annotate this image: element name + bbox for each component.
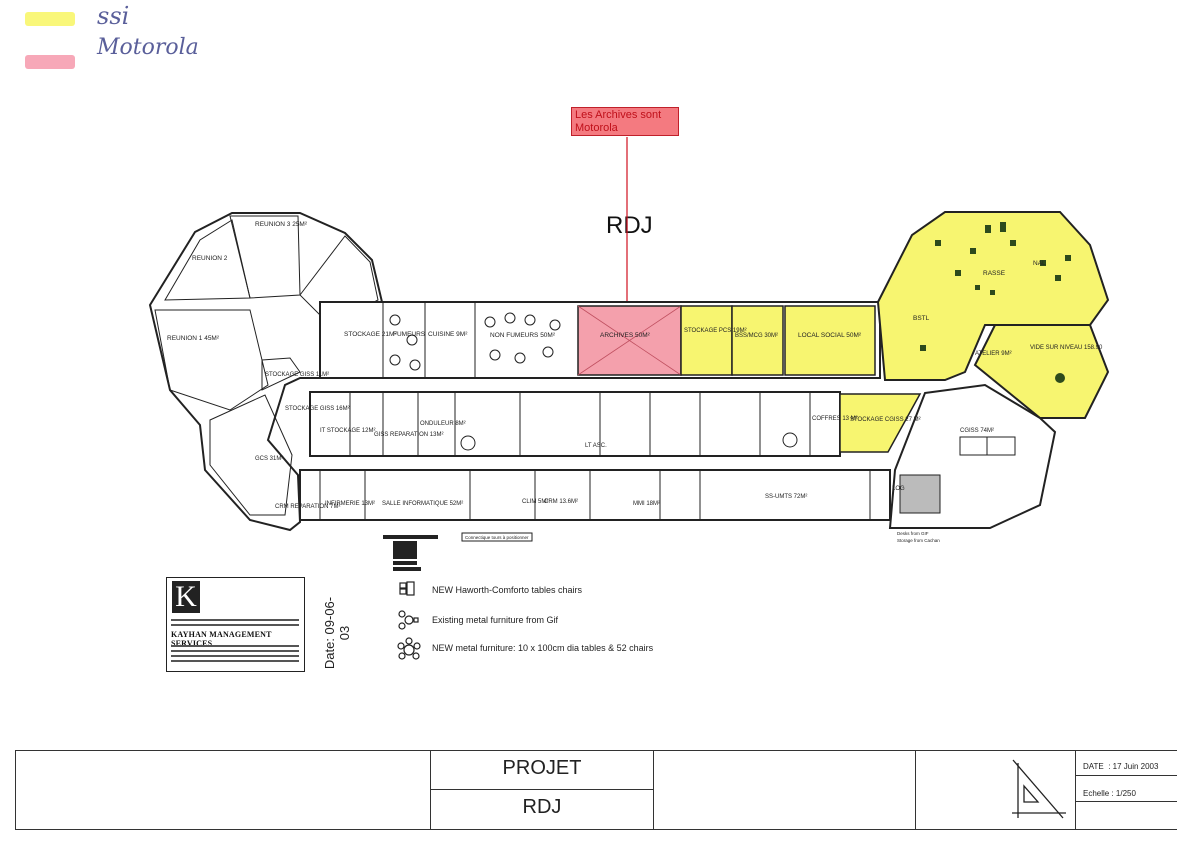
- legend-item: NEW Haworth-Comforto tables chairs: [432, 585, 583, 595]
- bottom-row-rooms: [299, 469, 891, 521]
- room-vide-sur-niveau: [973, 324, 1110, 419]
- furniture-legend-icons: [397, 581, 421, 660]
- ssi-color-swatch: [25, 12, 75, 26]
- room-label: REUNION 1 45M²: [167, 335, 220, 342]
- room-label: MMI 18M²: [633, 501, 660, 507]
- room-label: RASSE: [983, 270, 1006, 277]
- ssi-legend-label: SSI: [97, 2, 130, 30]
- table-chairs-icon: [399, 581, 415, 596]
- right-wing-ssi-offices: [876, 211, 1110, 381]
- room-label: REUNION 3 25M²: [255, 221, 308, 228]
- existing-furniture-icon: [398, 610, 419, 630]
- round-table-icon: [397, 637, 421, 660]
- title-block-projet-cell: [430, 750, 654, 830]
- room-gcs: [209, 394, 293, 516]
- connectique-note: Connectique tours à positionner: [465, 535, 529, 540]
- room-label: LOCAL SOCIAL 50M²: [798, 332, 862, 339]
- room-stockage-giss-11: [261, 357, 301, 391]
- legend-item: Existing metal furniture from Gif: [432, 615, 559, 625]
- room-label: NON FUMEURS 50M²: [490, 332, 556, 339]
- projet-value: RDJ: [522, 796, 562, 818]
- room-label: NAL: [1033, 260, 1046, 267]
- room-label: STOCKAGE CGISS 27 M²: [850, 417, 921, 423]
- room-label: CUISINE 9M²: [428, 331, 468, 338]
- room-label: FUMEURS: [393, 331, 426, 338]
- legend-item: NEW metal furniture: 10 x 100cm dia tabl…: [432, 643, 654, 653]
- projet-label: PROJET: [502, 757, 582, 779]
- room-note: Storage from Cachan: [897, 538, 940, 543]
- room-label: CGISS 74M²: [960, 428, 994, 434]
- room-label: IT STOCKAGE 12M²: [320, 428, 375, 434]
- room-bss-mcg: [731, 305, 784, 376]
- company-name: KAYHAN MANAGEMENT SERVICES: [171, 630, 272, 648]
- scale-field: Echelle : 1/250: [1083, 789, 1136, 798]
- date-field: DATE : 17 Juin 2003: [1083, 762, 1159, 771]
- room-label: VIDE SUR NIVEAU 158.90: [1030, 345, 1103, 351]
- room-label: CRM REPARATION 7M²: [275, 504, 340, 510]
- scale-legend-block: [383, 535, 438, 571]
- room-label: STOCKAGE GISS 16M²: [285, 406, 350, 412]
- motorola-legend-label: Motorola: [97, 35, 199, 60]
- room-logistique: [899, 474, 941, 514]
- middle-row-rooms: [309, 391, 841, 457]
- room-stockage-cgiss: [839, 393, 922, 453]
- company-logo: K KAYHAN MANAGEMENT SERVICES: [166, 577, 305, 672]
- room-label: STOCKAGE 21M²: [344, 331, 397, 338]
- archives-annotation: Les Archives sont Motorola: [571, 107, 679, 136]
- plan-date: Date: 09-06-03: [322, 596, 352, 670]
- room-label: STOCKAGE GISS 11M²: [265, 372, 329, 378]
- room-label: BSTL: [913, 315, 930, 322]
- room-local-social: [784, 305, 876, 376]
- room-reunion-1: [154, 309, 269, 411]
- room-label: SALLE INFORMATIQUE 52M²: [382, 501, 463, 507]
- room-label: REUNION 2: [192, 255, 228, 262]
- room-label: ARCHIVES 50M²: [600, 332, 651, 339]
- plan-title: RDJ: [606, 212, 653, 239]
- room-label: BSS/MCG 30M²: [735, 333, 778, 339]
- room-label: GISS REPARATION 13M²: [374, 432, 443, 438]
- room-stockage-pcs: [680, 305, 733, 376]
- room-note: Desks from GIF: [897, 531, 929, 536]
- room-label: LT ASC.: [585, 443, 607, 449]
- room-label: CLIM 5M²: [522, 499, 548, 505]
- room-label: STOCKAGE PCS 19M²: [684, 328, 747, 334]
- logo-letter: K: [172, 581, 200, 613]
- room-label: ONDULEUR 8M²: [420, 421, 466, 427]
- room-label: LOG: [892, 486, 905, 492]
- room-label: ATELIER 9M²: [975, 351, 1012, 357]
- room-label: SS-UMTS 72M²: [765, 494, 807, 500]
- set-square-icon: [1012, 759, 1066, 819]
- left-wing-outline: [148, 212, 384, 532]
- room-label: COFFRES 13 M²: [812, 416, 858, 422]
- room-label: GCS 31M²: [255, 456, 283, 462]
- motorola-color-swatch: [25, 55, 75, 69]
- room-label: CRM 13.6M²: [544, 499, 578, 505]
- room-reunion-2: [164, 219, 251, 301]
- room-label: INFIRMERIE 13M²: [325, 501, 375, 507]
